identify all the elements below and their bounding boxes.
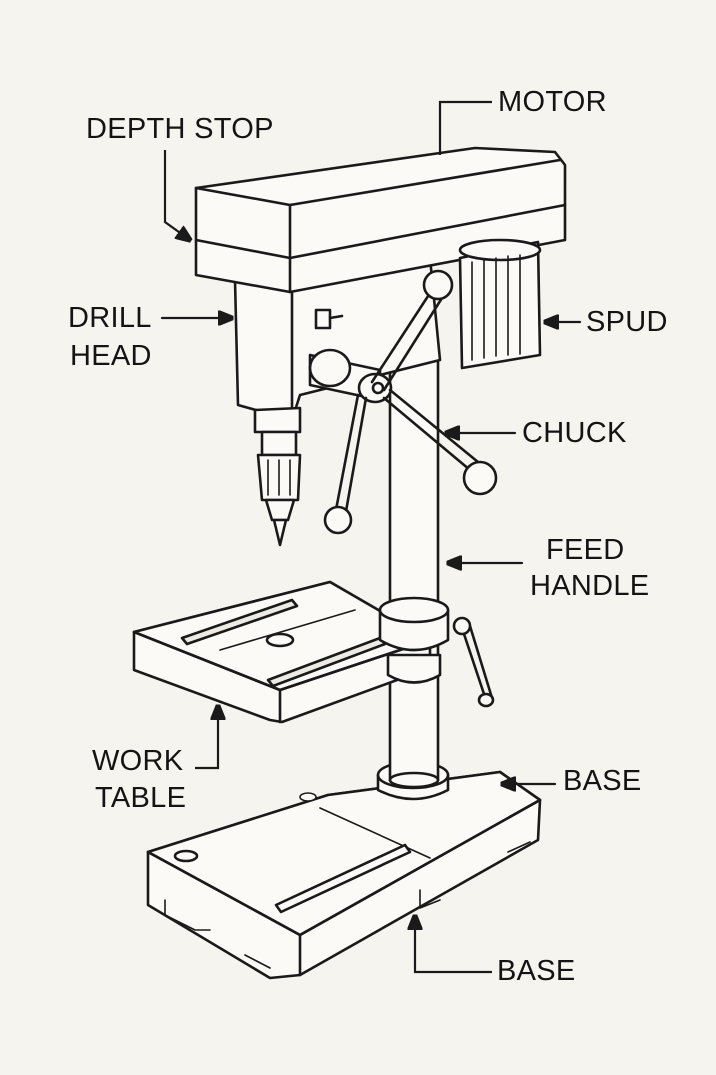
label-base-upper: BASE: [563, 765, 642, 797]
leader-motor: [438, 100, 492, 155]
label-motor: MOTOR: [498, 86, 607, 118]
leader-base-lower: [415, 916, 492, 974]
label-base-lower: BASE: [497, 955, 576, 987]
label-feed-handle-line1: FEED: [546, 534, 625, 566]
leader-work-table: [195, 706, 218, 770]
label-depth-stop: DEPTH STOP: [86, 113, 274, 145]
label-drill-head-line1: DRILL: [68, 302, 152, 334]
leader-depth-stop: [163, 150, 190, 240]
label-work-table-line1: WORK: [92, 745, 184, 777]
label-feed-handle-line2: HANDLE: [530, 570, 650, 602]
leader-lines: [160, 100, 582, 974]
label-spud: SPUD: [586, 306, 668, 338]
work-table-shape: [132, 580, 495, 724]
base-shape: [146, 760, 542, 980]
label-drill-head-line2: HEAD: [70, 340, 152, 372]
label-chuck: CHUCK: [522, 417, 627, 449]
head-shape: [194, 146, 567, 547]
label-work-table-line2: TABLE: [95, 782, 187, 814]
